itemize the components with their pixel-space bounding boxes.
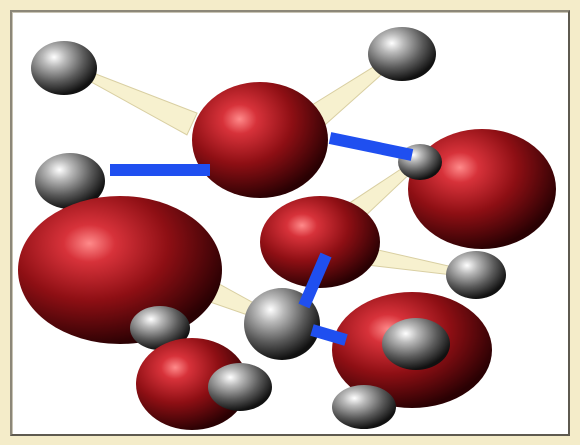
hydrogen-bond — [310, 324, 348, 346]
hydrogen-atom — [35, 153, 105, 209]
oxygen-atom — [260, 196, 380, 288]
hydrogen-atom — [332, 385, 396, 429]
hydrogen-atom — [244, 288, 320, 360]
hydrogen-atom — [208, 363, 272, 411]
hydrogen-atom — [382, 318, 450, 370]
hydrogen-atom — [368, 27, 436, 81]
oxygen-atom — [18, 196, 222, 344]
hydrogen-bond — [328, 132, 414, 161]
hydrogen-atom — [130, 306, 190, 350]
hydrogen-atom — [31, 41, 97, 95]
hydrogen-bond — [298, 252, 332, 309]
diagram-frame — [10, 10, 570, 436]
oxygen-atom — [136, 338, 248, 430]
oxygen-atom — [192, 82, 328, 198]
oxygen-atom — [408, 129, 556, 249]
water-molecule-diagram — [18, 27, 556, 430]
hydrogen-atom — [446, 251, 506, 299]
